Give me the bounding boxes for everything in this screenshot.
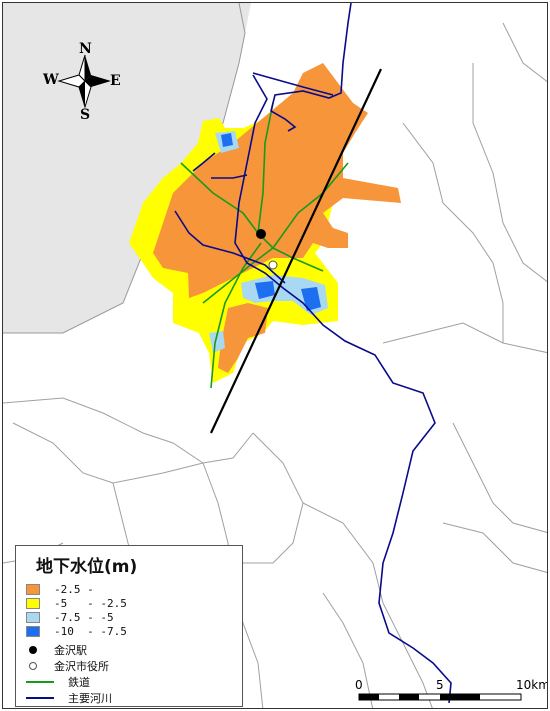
swatch-lightblue [26, 611, 40, 623]
swatch-orange [26, 583, 40, 595]
legend-range-2-label: -5 - -2.5 [54, 596, 127, 610]
legend-city-hall-label: 金沢市役所 [54, 660, 109, 673]
legend-row-rivers: 主要河川 [26, 691, 112, 705]
legend-station-label: 金沢駅 [54, 644, 87, 657]
scale-label-10km: 10km [516, 678, 548, 692]
zone-lightblue-2 [209, 331, 225, 353]
compass-north-label: N [79, 41, 92, 57]
zone-blue-3 [221, 133, 233, 147]
groundwater-map [3, 3, 547, 708]
scale-label-5: 5 [436, 678, 444, 692]
legend-row-station: 金沢駅 [26, 643, 87, 657]
city-hall-symbol [26, 659, 40, 673]
railway-symbol [26, 675, 58, 689]
zone-blue-2 [301, 287, 321, 311]
city-hall-marker [268, 260, 278, 270]
compass-east-label: E [110, 73, 121, 89]
scale-label-0: 0 [355, 678, 363, 692]
legend-railway-label: 鉄道 [68, 676, 90, 689]
river-symbol [26, 691, 58, 705]
legend-range-1-label: -2.5 - [54, 582, 94, 596]
legend-row-range-1: -2.5 - [26, 582, 94, 596]
cross-section-line [210, 68, 382, 434]
legend-row-range-4: -10 - -7.5 [26, 624, 127, 638]
legend-row-range-2: -5 - -2.5 [26, 596, 127, 610]
zone-orange-main [153, 63, 401, 298]
legend-range-3-label: -7.5 - -5 [54, 610, 114, 624]
zone-blue-1 [255, 281, 275, 299]
legend-range-4-label: -10 - -7.5 [54, 624, 127, 638]
legend-title: 地下水位(m) [36, 557, 138, 577]
groundwater-zones [129, 63, 401, 383]
compass-west-label: W [43, 72, 59, 88]
kanazawa-station-marker [256, 229, 266, 239]
land-area [3, 3, 547, 708]
compass-rose [57, 54, 111, 109]
swatch-blue [26, 625, 40, 637]
river-lines [174, 3, 452, 704]
legend-row-railway: 鉄道 [26, 675, 90, 689]
zone-orange-south [218, 303, 268, 373]
compass-south-label: S [80, 107, 91, 123]
swatch-yellow [26, 597, 40, 609]
legend-row-range-3: -7.5 - -5 [26, 610, 114, 624]
map-legend: 地下水位(m) -2.5 - -5 - -2.5 -7.5 - -5 -10 -… [15, 545, 243, 707]
station-symbol [26, 643, 40, 657]
scale-bar [358, 693, 522, 701]
legend-rivers-label: 主要河川 [68, 692, 112, 705]
legend-row-city-hall: 金沢市役所 [26, 659, 109, 673]
